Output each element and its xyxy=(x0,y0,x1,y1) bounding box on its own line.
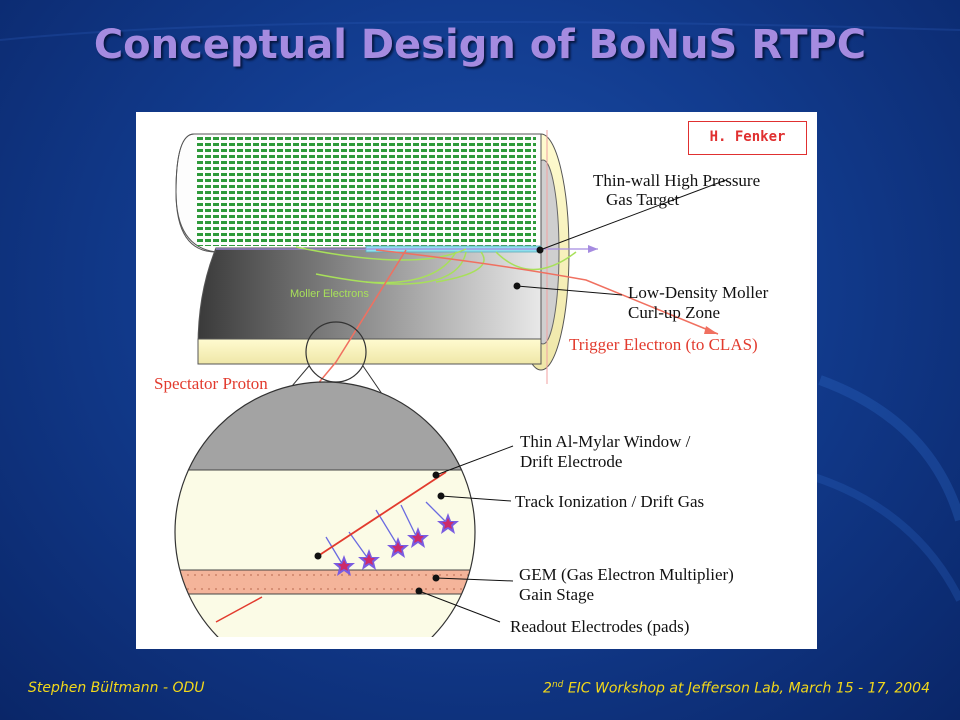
ionization-stars xyxy=(333,513,459,576)
rtpc-cylinder xyxy=(175,130,598,384)
footer-event-ordinal: 2 xyxy=(543,680,552,697)
rtpc-diagram: Thin-wall High Pressure Gas Target Low-D… xyxy=(136,112,817,649)
label-target-line1: Thin-wall High Pressure xyxy=(593,171,760,190)
label-readout-electrodes: Readout Electrodes (pads) xyxy=(510,617,689,636)
footer-event-rest: EIC Workshop at Jefferson Lab, March 15 … xyxy=(563,680,930,697)
magnifier-large-circle xyxy=(174,381,476,649)
label-trigger-electron: Trigger Electron (to CLAS) xyxy=(569,335,758,354)
moller-callout-line xyxy=(516,285,623,296)
rtpc-diagram-svg: Thin-wall High Pressure Gas Target Low-D… xyxy=(154,130,769,649)
lower-callouts xyxy=(314,445,514,623)
label-moller-line1: Low-Density Moller xyxy=(628,283,769,302)
label-window-line2: Drift Electrode xyxy=(520,452,622,471)
label-moller-line2: Curl-up Zone xyxy=(628,303,720,322)
target-callout-line xyxy=(539,179,727,251)
label-spectator-proton: Spectator Proton xyxy=(154,374,268,393)
trigger-electron-track xyxy=(375,249,719,335)
label-window-line1: Thin Al-Mylar Window / xyxy=(520,432,691,451)
label-target-line2: Gas Target xyxy=(606,190,680,209)
slide-title: Conceptual Design of BoNuS RTPC xyxy=(93,22,867,68)
footer-event-superscript: nd xyxy=(551,680,564,690)
magnified-detail xyxy=(175,382,475,649)
credit-box: H. Fenker xyxy=(688,121,807,155)
footer-event: 2nd EIC Workshop at Jefferson Lab, March… xyxy=(543,680,930,697)
label-moller-electrons: Moller Electrons xyxy=(290,288,369,300)
readout-pad-grid xyxy=(196,136,536,246)
label-track-ionization: Track Ionization / Drift Gas xyxy=(515,492,704,511)
label-gem-line2: Gain Stage xyxy=(519,585,594,604)
footer-author: Stephen Bültmann - ODU xyxy=(28,680,205,696)
label-gem-line1: GEM (Gas Electron Multiplier) xyxy=(519,565,734,584)
